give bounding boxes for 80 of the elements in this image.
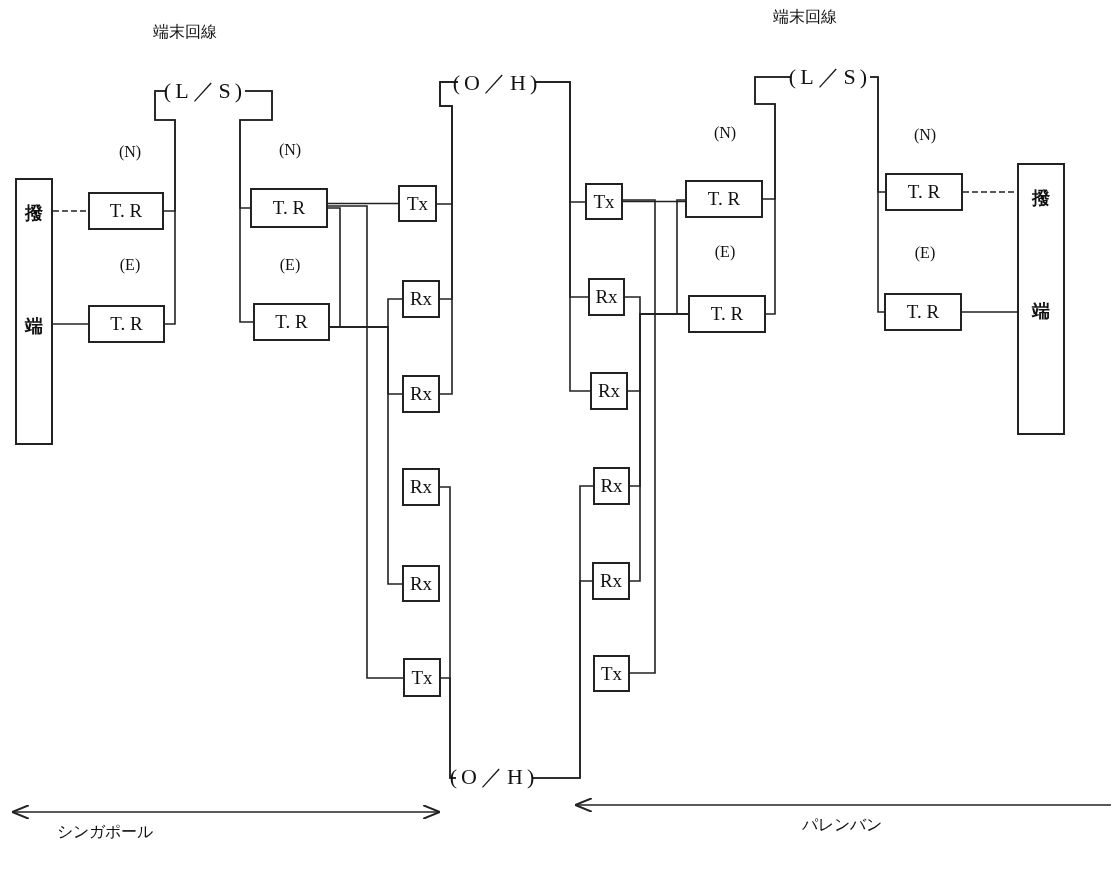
unit-label: Tx [411, 666, 433, 689]
unit-box [885, 173, 963, 211]
wire [327, 205, 404, 679]
switch-label: (O／H) [452, 69, 542, 97]
unit-box [398, 185, 437, 222]
wire [154, 90, 176, 325]
terminal-label: 端 [23, 314, 44, 338]
unit-label: Rx [600, 475, 623, 497]
wire [622, 200, 686, 203]
unit-box [585, 183, 623, 220]
unit-box [402, 280, 440, 318]
unit-label: T. R [272, 197, 306, 219]
heading: 端末回線 [153, 21, 217, 43]
unit-label: T. R [710, 303, 744, 325]
channel-label: (N) [118, 143, 142, 161]
wire [329, 326, 403, 585]
place-label: シンガポール [57, 821, 153, 843]
unit-box [884, 293, 962, 331]
unit-box [688, 295, 766, 333]
terminal-box [15, 178, 53, 445]
unit-label: T. R [275, 311, 308, 333]
channel-label: (E) [714, 243, 736, 261]
switch-label: (L／S) [163, 77, 247, 105]
unit-box [590, 372, 628, 410]
unit-box [402, 375, 440, 413]
channel-label: (N) [913, 126, 937, 144]
channel-label: (N) [278, 141, 302, 159]
unit-box [685, 180, 763, 218]
wire [629, 313, 689, 582]
channel-label: (E) [914, 244, 936, 262]
wire [52, 210, 89, 212]
switch-label: (O／H) [449, 763, 539, 791]
unit-label: Tx [600, 662, 623, 685]
terminal-label: 端 [1030, 299, 1051, 323]
unit-box [88, 192, 164, 230]
unit-label: Rx [409, 383, 433, 405]
wire [622, 199, 656, 674]
heading: 端末回線 [773, 6, 837, 28]
unit-box [403, 658, 441, 697]
wire [327, 202, 399, 205]
wire [531, 580, 593, 779]
unit-box [250, 188, 328, 228]
channel-label: (E) [119, 256, 141, 274]
place-label: パレンバン [802, 814, 882, 836]
unit-label: T. R [110, 313, 143, 335]
channel-label: (N) [713, 124, 737, 142]
wire [239, 90, 273, 323]
channel-label: (E) [279, 256, 301, 274]
wire [327, 207, 341, 328]
terminal-box [1017, 163, 1065, 435]
wire [754, 76, 791, 315]
unit-label: Rx [595, 286, 618, 308]
wire [52, 323, 89, 325]
unit-label: T. R [707, 188, 741, 210]
unit-label: Rx [409, 476, 433, 498]
unit-label: Tx [406, 192, 429, 215]
terminal-label: 撥 [24, 201, 44, 225]
unit-box [593, 467, 630, 505]
unit-label: Rx [597, 380, 621, 402]
unit-box [593, 655, 630, 692]
unit-label: Rx [409, 288, 433, 310]
wire [961, 311, 1018, 313]
unit-label: Rx [409, 572, 433, 595]
unit-box [253, 303, 330, 341]
unit-box [588, 278, 625, 316]
wire [440, 677, 457, 779]
unit-box [402, 565, 440, 602]
unit-box [402, 468, 440, 506]
unit-box [592, 562, 630, 600]
unit-label: Tx [593, 190, 615, 213]
wire [439, 81, 459, 395]
unit-label: T. R [109, 200, 143, 222]
unit-label: T. R [907, 181, 941, 203]
unit-label: Rx [599, 570, 623, 592]
wire [535, 81, 591, 392]
unit-box [88, 305, 165, 343]
unit-label: T. R [906, 301, 940, 323]
switch-label: (L／S) [788, 63, 872, 91]
wire [869, 76, 885, 313]
terminal-label: 撥 [1031, 186, 1051, 210]
